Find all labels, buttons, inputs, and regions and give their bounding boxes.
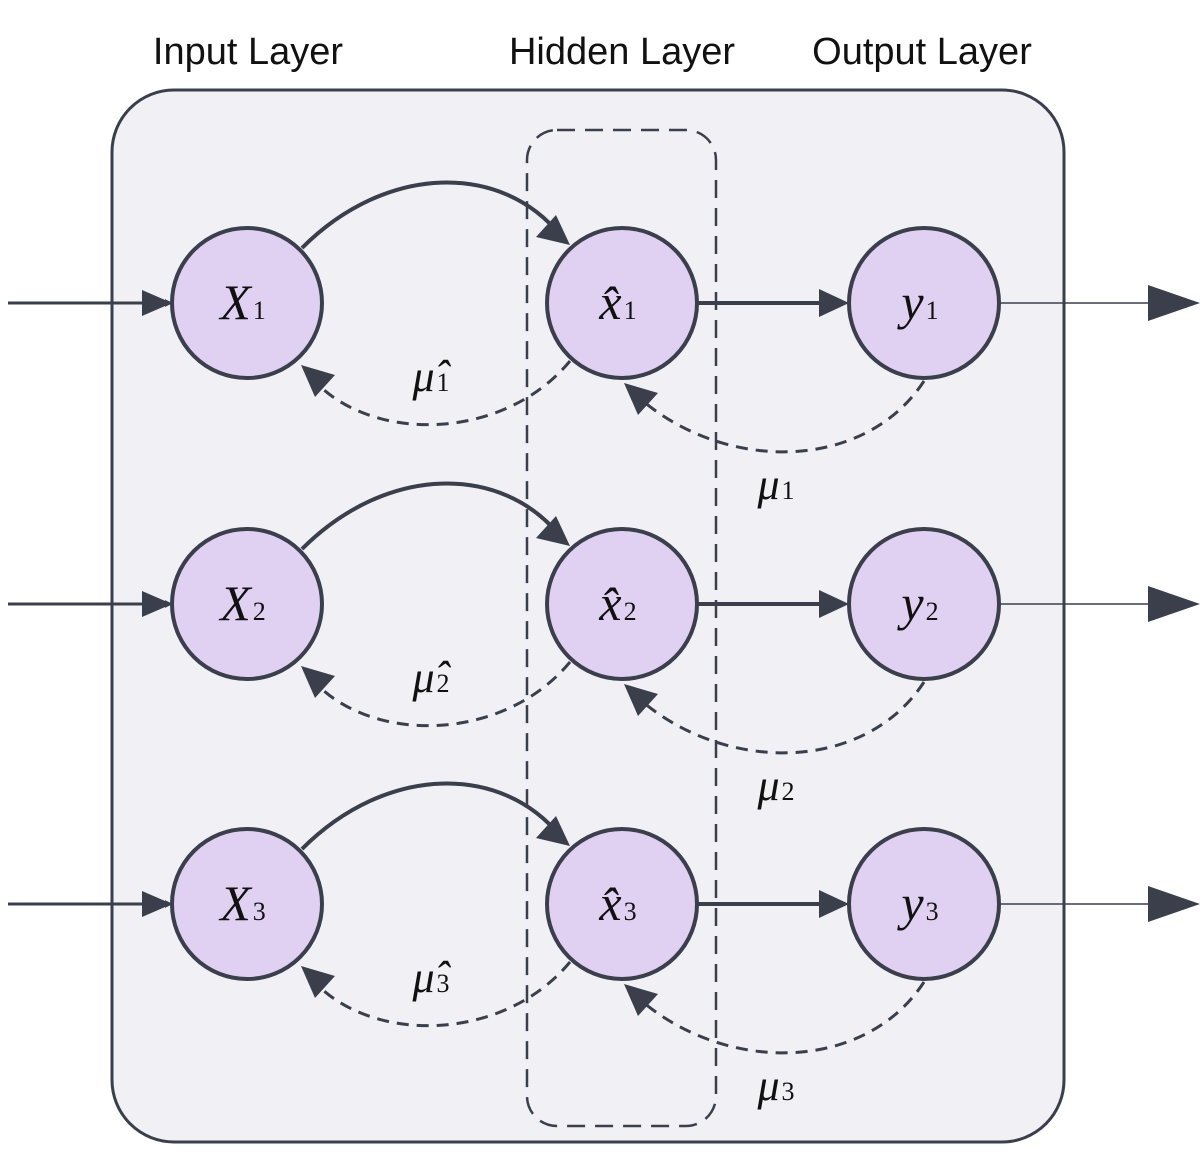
- feedback-hat-arrowhead-3: [301, 966, 335, 998]
- input-node-1: [170, 226, 324, 380]
- hidden-node-1: [545, 226, 699, 380]
- hidden-node-label-3-main: x̂: [598, 875, 621, 931]
- feedback-curve-2: [634, 681, 926, 755]
- hidden-node-label-2: x̂2: [598, 575, 636, 631]
- output-node-label-2-sub: 2: [926, 597, 939, 626]
- hidden-node-2: [545, 527, 699, 681]
- forward-arrowhead-3: [536, 816, 570, 846]
- input-arrowhead-1: [142, 290, 172, 316]
- input-node-label-3-sub: 3: [253, 897, 266, 926]
- feedback-arrowhead-2: [624, 684, 658, 716]
- feedback-label-2: μ2: [756, 761, 794, 810]
- feedback-hat-arrowhead-2: [301, 666, 335, 698]
- input-node-label-1-sub: 1: [253, 296, 266, 325]
- input-node-label-2-sub: 2: [253, 597, 266, 626]
- hidden-output-arrowhead-3: [819, 890, 849, 918]
- feedback-hat-curve-1: [309, 360, 572, 427]
- output-node-label-3: y3: [896, 875, 938, 931]
- output-arrowhead-1: [1148, 285, 1200, 321]
- output-arrowhead-3: [1148, 886, 1200, 922]
- feedback-hat-label-2-sub: 2: [437, 669, 450, 698]
- input-arrowhead-3: [142, 891, 172, 917]
- hidden-node-label-1-main: x̂: [598, 274, 621, 330]
- feedback-hat-curve-2: [309, 661, 572, 728]
- output-node-2: [847, 527, 1001, 681]
- forward-curve-3: [300, 781, 562, 851]
- feedback-hat-curve-3: [309, 961, 572, 1028]
- input-arrowhead-2: [142, 591, 172, 617]
- feedback-label-3-sub: 3: [782, 1077, 795, 1106]
- hidden-node-label-2-main: x̂: [598, 575, 621, 631]
- forward-arrowhead-1: [536, 215, 570, 245]
- input-node-2: [170, 527, 324, 681]
- feedback-hat-arrowhead-1: [301, 365, 335, 397]
- output-node-label-2: y2: [896, 575, 938, 631]
- feedback-label-3: μ3: [756, 1061, 794, 1110]
- feedback-curve-1: [634, 380, 926, 454]
- forward-arrowhead-2: [536, 516, 570, 546]
- hidden-node-3: [545, 827, 699, 981]
- feedback-hat-label-1-sub: 1: [437, 368, 450, 397]
- forward-curve-2: [300, 481, 562, 551]
- input-node-label-2-main: X: [218, 575, 253, 631]
- output-node-3: [847, 827, 1001, 981]
- output-node-label-3-main: y: [896, 875, 924, 931]
- feedback-curve-3: [634, 981, 926, 1055]
- feedback-label-1: μ1: [756, 460, 794, 509]
- feedback-hat-label-3-sub: 3: [437, 969, 450, 998]
- hidden-node-label-1: x̂1: [598, 274, 636, 330]
- input-node-label-1-main: X: [218, 274, 253, 330]
- input-node-label-3: X3: [218, 875, 266, 931]
- hidden-node-label-2-sub: 2: [624, 597, 637, 626]
- output-node-label-1-sub: 1: [926, 296, 939, 325]
- input-node-label-2: X2: [218, 575, 266, 631]
- hidden-output-arrowhead-2: [819, 590, 849, 618]
- output-node-label-1: y1: [896, 274, 938, 330]
- output-arrowhead-2: [1148, 586, 1200, 622]
- hidden-node-label-1-sub: 1: [624, 296, 637, 325]
- input-node-3: [170, 827, 324, 981]
- hidden-node-label-3: x̂3: [598, 875, 636, 931]
- output-node-1: [847, 226, 1001, 380]
- forward-curve-1: [300, 180, 562, 250]
- output-layer-title: Output Layer: [812, 31, 1032, 73]
- hidden-layer-box: [525, 128, 718, 1128]
- output-node-label-2-main: y: [896, 575, 924, 631]
- input-node-label-1: X1: [218, 274, 266, 330]
- feedback-label-2-sub: 2: [782, 777, 795, 806]
- feedback-hat-label-1: μ̂1: [411, 352, 451, 401]
- input-node-label-3-main: X: [218, 875, 253, 931]
- feedback-label-2-main: μ: [756, 761, 779, 810]
- feedback-arrowhead-3: [624, 984, 658, 1016]
- hidden-node-label-3-sub: 3: [624, 897, 637, 926]
- input-layer-title: Input Layer: [153, 31, 343, 73]
- feedback-arrowhead-1: [624, 383, 658, 415]
- feedback-label-1-main: μ: [756, 460, 779, 509]
- feedback-label-1-sub: 1: [782, 476, 795, 505]
- output-node-label-1-main: y: [896, 274, 924, 330]
- hidden-layer-title: Hidden Layer: [509, 31, 735, 73]
- hidden-output-arrowhead-1: [819, 289, 849, 317]
- output-node-label-3-sub: 3: [926, 897, 939, 926]
- feedback-label-3-main: μ: [756, 1061, 779, 1110]
